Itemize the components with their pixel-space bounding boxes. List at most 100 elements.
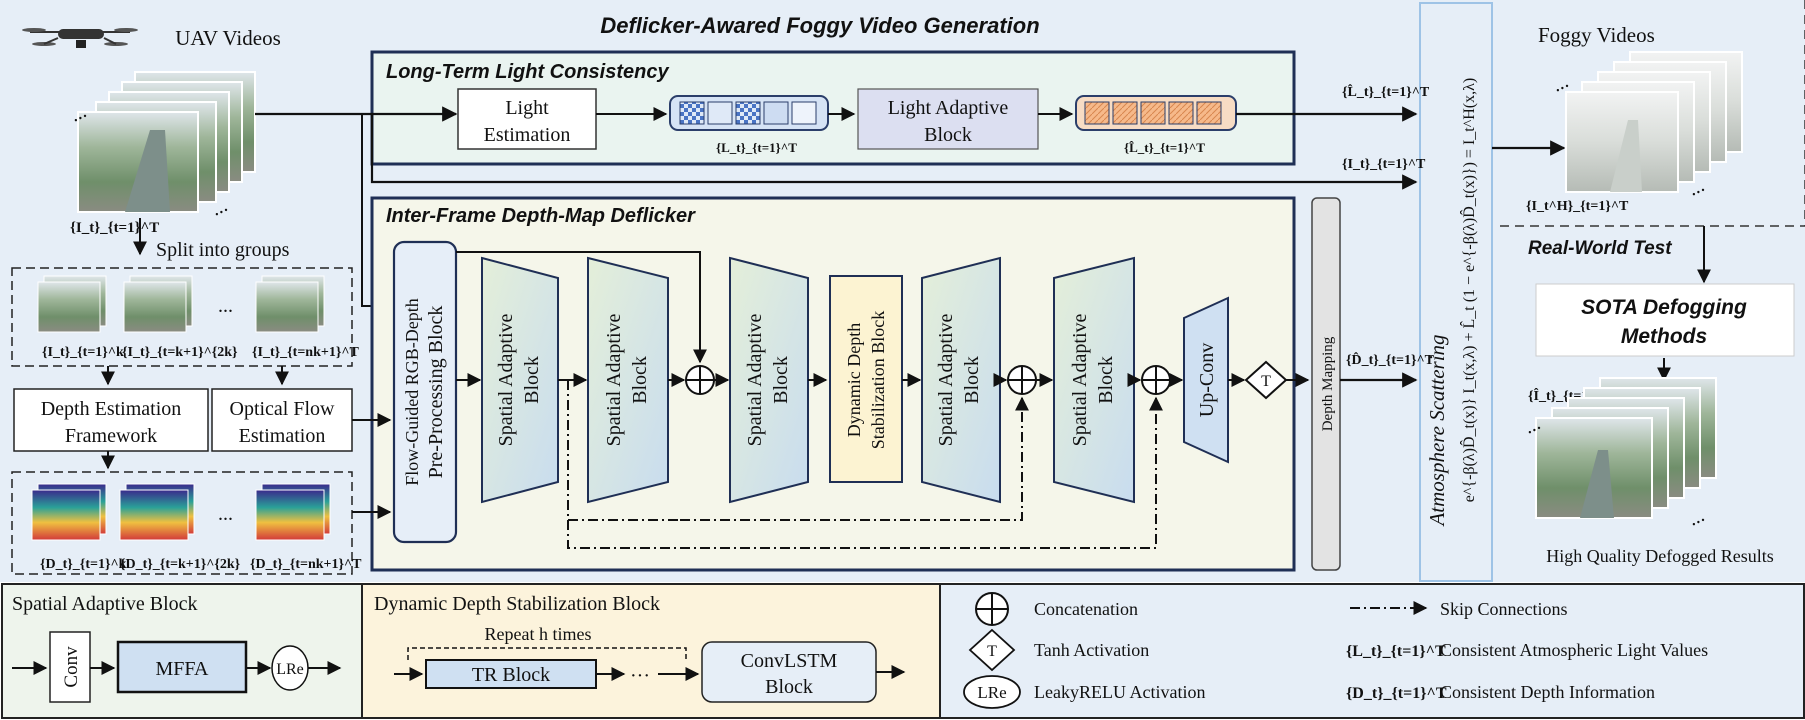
legend-light-text: Consistent Atmospheric Light Values: [1440, 640, 1708, 660]
legend-dots: ···: [630, 665, 650, 687]
sab3-line1: Spatial Adaptive: [744, 314, 766, 447]
legend-dynamic-title: Dynamic Depth Stabilization Block: [374, 593, 660, 615]
legend-depth-symbol: {D_t}_{t=1}^T: [1346, 685, 1447, 702]
sab4-line1: Spatial Adaptive: [935, 314, 957, 447]
legend-convlstm-line1: ConvLSTM: [741, 650, 838, 672]
concat-node-3: [1141, 365, 1171, 395]
depth-output-label: {D̂_t}_{t=1}^T: [1346, 351, 1435, 368]
depth-group-3-image: [255, 483, 331, 541]
consistent-light-label: {L̂_t}_{t=1}^T: [1124, 140, 1205, 155]
defogged-caption: High Quality Defogged Results: [1546, 546, 1773, 566]
defogged-frame-stack: [1535, 377, 1717, 519]
legend-tanh-symbol: T: [987, 643, 997, 660]
light-values-array: [669, 95, 829, 131]
legend-convlstm-line2: Block: [765, 676, 813, 698]
depth-group-2-image: [119, 483, 195, 541]
rgb-groups-box: [11, 267, 353, 367]
rgb-group-3-label: {I_t}_{t=nk+1}^T: [252, 345, 360, 360]
light-adaptive-line1: Light Adaptive: [888, 97, 1009, 119]
legend-conv-label: Conv: [61, 646, 82, 688]
frames-label: {I_t}_{t=1}^T: [70, 220, 159, 236]
legend-skip-text: Skip Connections: [1440, 599, 1568, 619]
depth-mapping-block: [1311, 197, 1341, 571]
depth-mapping-label: Depth Mapping: [1320, 336, 1336, 431]
sota-line2: Methods: [1621, 325, 1707, 348]
sota-box: [1535, 283, 1795, 357]
legend-mffa-label: MFFA: [156, 658, 210, 680]
sab2-line2: Block: [629, 356, 651, 404]
legend-tr-block: [425, 659, 597, 689]
rgb-group-1-label: {I_t}_{t=1}^k: [42, 345, 124, 360]
depth-group-3-label: {D_t}_{t=nk+1}^T: [250, 557, 362, 572]
depth-group-1-label: {D_t}_{t=1}^k: [40, 557, 127, 572]
dynamic-depth-block: [829, 275, 903, 483]
rgb-group-ellipsis: ...: [218, 295, 233, 317]
depth-estimation-line1: Depth Estimation: [41, 398, 182, 420]
tanh-node: [1244, 360, 1288, 400]
light-consistency-title: Long-Term Light Consistency: [386, 61, 669, 83]
depth-group-1-image: [31, 483, 107, 541]
spatial-adaptive-block-3: [729, 256, 809, 504]
spatial-adaptive-block-5: [1053, 256, 1135, 504]
sab1-line2: Block: [521, 356, 543, 404]
uav-frame-stack: [77, 71, 256, 213]
legend-lre-label: LRe: [276, 661, 304, 678]
sab4-line2: Block: [961, 356, 983, 404]
consistent-light-array: [1075, 95, 1237, 131]
optical-flow-line2: Estimation: [239, 425, 326, 447]
spatial-adaptive-block-4: [921, 256, 1001, 504]
atmosphere-title: Atmosphere Scattering: [1425, 334, 1449, 527]
spatial-adaptive-block-1: [481, 256, 559, 504]
tanh-label: T: [1261, 373, 1271, 390]
depth-groups-box: [11, 471, 353, 575]
light-hat-signal-label: {L̂_t}_{t=1}^T: [1342, 83, 1430, 100]
dynamic-depth-line2: Stabilization Block: [868, 311, 888, 449]
legend-tanh-icon: [968, 628, 1016, 672]
spatial-adaptive-block-2: [587, 256, 669, 504]
sab3-line2: Block: [770, 356, 792, 404]
light-estimation-line2: Estimation: [484, 124, 571, 146]
legend-leaky-symbol: LRe: [977, 683, 1006, 702]
sab2-line1: Spatial Adaptive: [603, 314, 625, 447]
legend-leaky-icon: [963, 675, 1021, 709]
drone-icon: [22, 28, 138, 48]
sab5-line1: Spatial Adaptive: [1069, 314, 1091, 447]
atmosphere-formula: e^{-β(λ)D̂_t(x)} I_t(x,λ) + L̂_t (1 − e^…: [1459, 78, 1478, 502]
rgb-group-2-label: {I_t}_{t=k+1}^{2k}: [122, 345, 238, 360]
rgb-group-3-image: [255, 275, 325, 333]
depth-group-ellipsis: ...: [218, 503, 233, 525]
main-title: Deflicker-Awared Foggy Video Generation: [600, 13, 1039, 38]
rgb-group-1-image: [37, 275, 107, 333]
legend-mffa-box: [116, 640, 248, 694]
legend-concat-text: Concatenation: [1034, 599, 1138, 619]
sab5-line2: Block: [1095, 356, 1117, 404]
light-adaptive-line2: Block: [924, 124, 972, 146]
optical-flow-line1: Optical Flow: [230, 398, 336, 420]
sab1-line1: Spatial Adaptive: [495, 314, 517, 447]
depth-estimation-box: [13, 388, 209, 452]
sota-line1: SOTA Defogging: [1581, 296, 1747, 319]
depth-deflicker-title: Inter-Frame Depth-Map Deflicker: [386, 205, 696, 227]
real-world-label: Real-World Test: [1528, 238, 1672, 259]
light-values-label: {L_t}_{t=1}^T: [716, 140, 797, 155]
concat-node-2: [1007, 365, 1037, 395]
light-estimation-line1: Light: [505, 97, 549, 119]
preprocessing-line2: Pre-Processing Block: [425, 306, 447, 479]
uav-videos-title: UAV Videos: [175, 26, 281, 50]
depth-group-2-label: {D_t}_{t=k+1}^{2k}: [120, 557, 241, 572]
legend-repeat-label: Repeat h times: [485, 624, 592, 644]
depth-estimation-line2: Framework: [65, 425, 157, 447]
preprocessing-line1: Flow-Guided RGB-Depth: [402, 298, 422, 486]
legend-conv-box: [49, 631, 91, 703]
light-adaptive-box: [857, 88, 1039, 150]
legend-spatial-title: Spatial Adaptive Block: [12, 593, 198, 615]
concat-node-1: [685, 365, 715, 395]
legend-tr-label: TR Block: [472, 664, 550, 686]
foggy-frames-label: {I_t^H}_{t=1}^T: [1526, 199, 1629, 214]
light-estimation-box: [457, 88, 597, 150]
up-conv-block: [1183, 296, 1229, 464]
foggy-videos-title: Foggy Videos: [1538, 23, 1655, 47]
legend-leaky-text: LeakyRELU Activation: [1034, 682, 1205, 702]
